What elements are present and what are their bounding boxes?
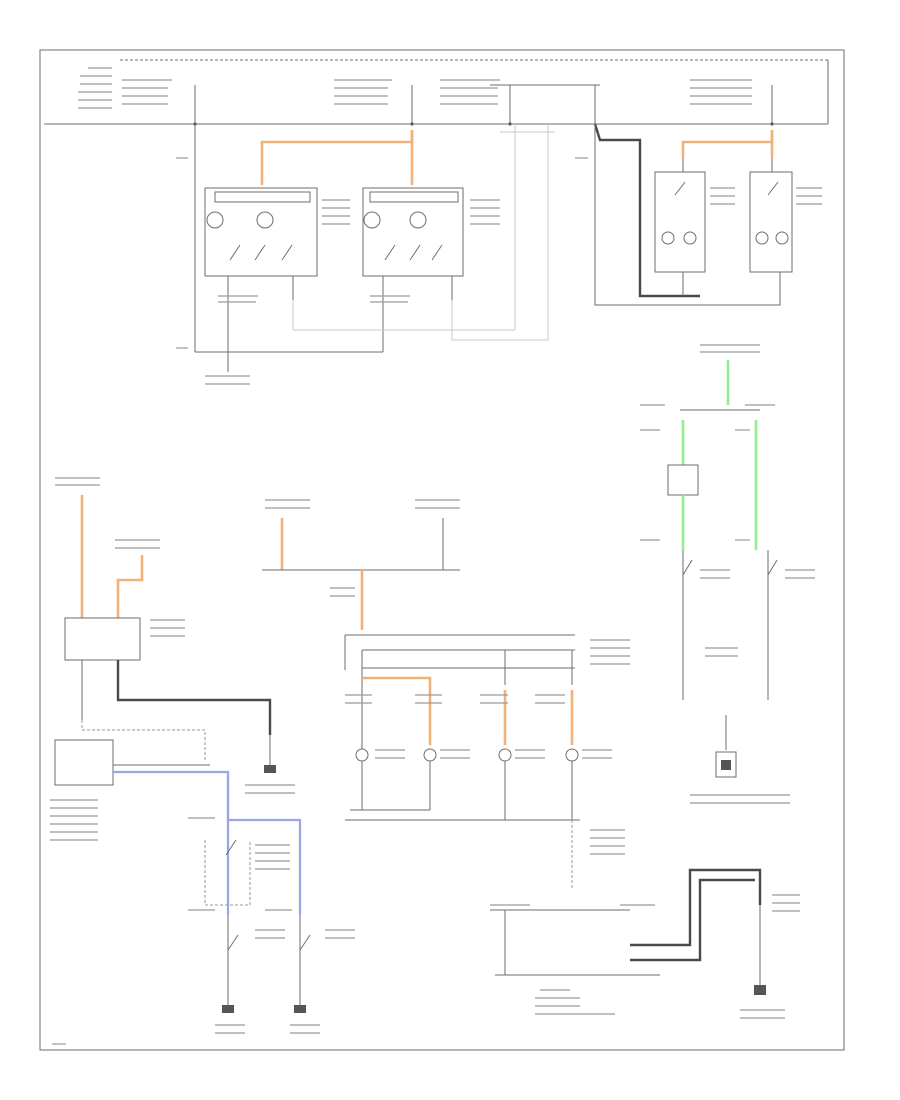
left-switch-wiring bbox=[176, 124, 555, 385]
lamp-switch-right bbox=[362, 187, 500, 300]
left-bottom-switches bbox=[188, 817, 355, 1034]
lamp-switch-left bbox=[204, 187, 350, 300]
orange-feed-top-left bbox=[260, 130, 414, 185]
bottom-right-module bbox=[490, 820, 800, 1019]
right-middle-green-circuit bbox=[640, 344, 815, 700]
center-lamp-circuit bbox=[262, 499, 630, 821]
diagram-frame bbox=[39, 49, 845, 1051]
top-right-lamps bbox=[575, 123, 822, 306]
right-middle-ground bbox=[690, 715, 790, 804]
left-middle-circuit bbox=[50, 477, 302, 915]
top-power-bus bbox=[44, 59, 829, 126]
fuse-label-blocks bbox=[78, 67, 752, 109]
